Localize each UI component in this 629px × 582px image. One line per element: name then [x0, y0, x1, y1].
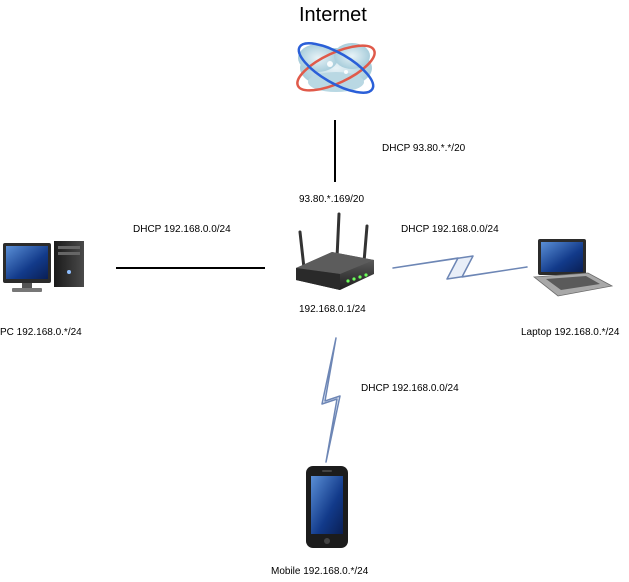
pc-icon — [3, 241, 84, 292]
link-label-router-pc: DHCP 192.168.0.0/24 — [133, 224, 231, 235]
laptop-label: Laptop 192.168.0.*/24 — [521, 327, 620, 338]
router-icon — [296, 212, 374, 290]
wireless-link-laptop — [392, 255, 528, 280]
router-wan-ip-label: 93.80.*.169/20 — [299, 194, 365, 205]
mobile-phone-icon — [306, 466, 348, 548]
link-label-internet-router: DHCP 93.80.*.*/20 — [382, 143, 466, 154]
internet-cloud-icon — [296, 42, 376, 94]
router-lan-ip-label: 192.168.0.1/24 — [299, 304, 366, 315]
wireless-link-mobile — [321, 337, 341, 463]
mobile-label: Mobile 192.168.0.*/24 — [271, 566, 369, 577]
link-label-router-mobile: DHCP 192.168.0.0/24 — [361, 383, 459, 394]
link-label-router-laptop: DHCP 192.168.0.0/24 — [401, 224, 499, 235]
laptop-icon — [532, 239, 614, 297]
pc-label: PC 192.168.0.*/24 — [0, 327, 82, 338]
internet-title: Internet — [299, 4, 367, 26]
